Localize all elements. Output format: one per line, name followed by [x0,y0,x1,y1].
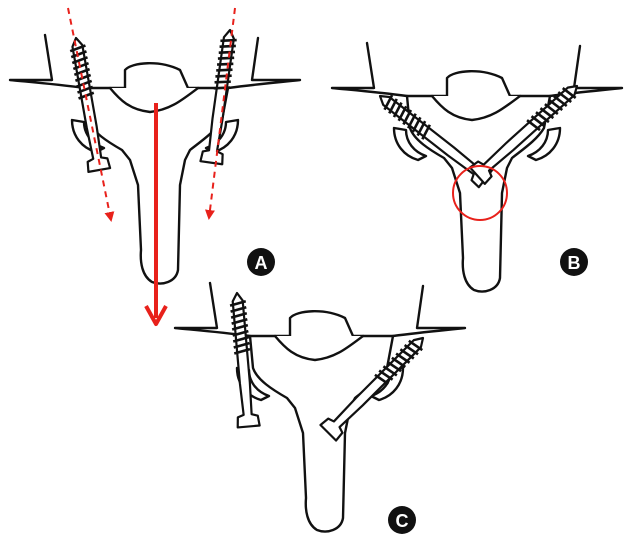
badge-b: B [560,248,588,276]
vertebra-outline [175,283,465,532]
svg-text:B: B [568,253,581,273]
panel-c [175,283,465,532]
svg-text:A: A [255,253,268,273]
badge-c: C [388,506,416,534]
badge-a: A [247,248,275,276]
svg-text:C: C [396,511,409,531]
panel-a: A [10,8,300,324]
